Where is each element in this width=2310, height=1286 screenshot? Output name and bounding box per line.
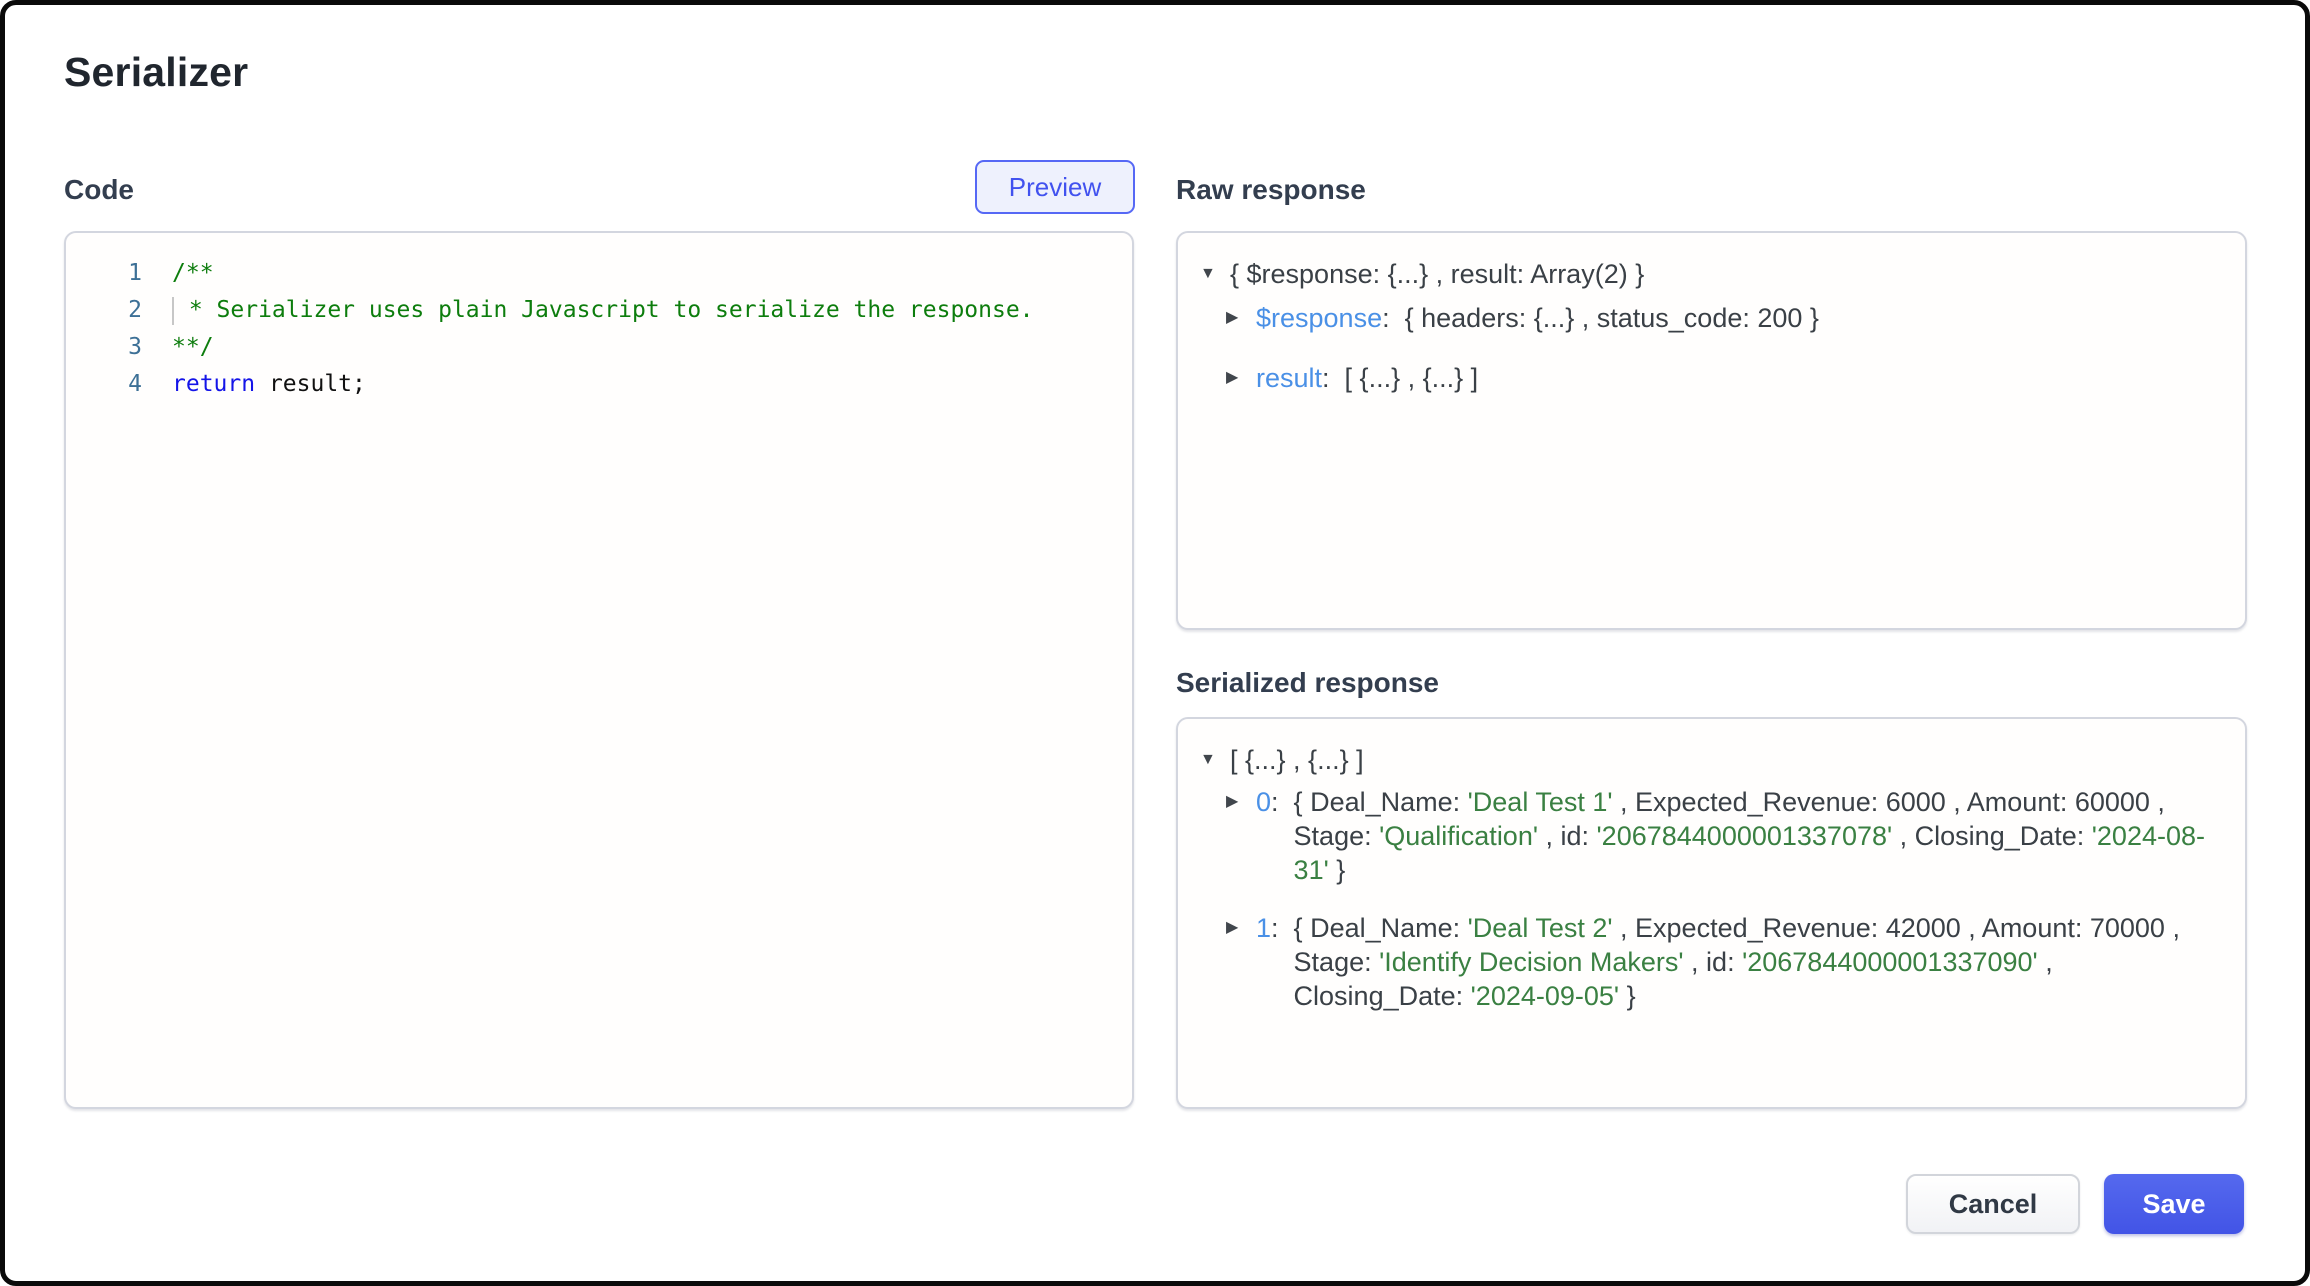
tree-value: [ {...} , {...} ] <box>1230 743 2217 777</box>
chevron-down-icon[interactable]: ▼ <box>1200 265 1216 282</box>
tree-value: { headers: {...} , status_code: 200 } <box>1405 301 2217 335</box>
line-number: 3 <box>128 334 142 360</box>
raw-response-panel[interactable]: ▼ { $response: {...} , result: Array(2) }… <box>1176 231 2247 630</box>
serialized-response-panel[interactable]: ▼ [ {...} , {...} ] ▶ 0: { Deal_Name: 'Deal … <box>1176 717 2247 1109</box>
chevron-right-icon[interactable]: ▶ <box>1226 793 1239 810</box>
code-section-label: Code <box>64 174 134 205</box>
tree-text: { Deal_Name: <box>1293 787 1468 817</box>
chevron-right-icon[interactable]: ▶ <box>1226 309 1239 326</box>
tree-text: , id: <box>1683 947 1743 977</box>
tree-key[interactable]: 0 <box>1256 787 1272 817</box>
string-value: '2024-08-31' <box>1293 821 2205 885</box>
tree-row[interactable]: ▶ 0: { Deal_Name: 'Deal Test 1' , Expected… <box>1200 785 2217 887</box>
tree-colon: : <box>1271 787 1279 817</box>
text-cursor <box>172 296 174 325</box>
line-number: 2 <box>128 297 142 323</box>
chevron-right-icon[interactable]: ▶ <box>1226 919 1239 936</box>
tree-text: , Closing_Date: <box>1892 821 2092 851</box>
tree-text: [ {...} , {...} ] <box>1344 363 1479 393</box>
tree-text: , Expected_Revenue: 42000 , Amount: 7000… <box>1293 913 2180 977</box>
tree-text: , id: <box>1538 821 1597 851</box>
chevron-right-icon[interactable]: ▶ <box>1226 369 1239 386</box>
tree-row[interactable]: ▼ [ {...} , {...} ] <box>1200 743 2217 777</box>
tree-text: { $response: {...} , result: Array(2) } <box>1230 259 1645 289</box>
code-text: * Serializer uses plain Javascript to se… <box>172 292 1034 329</box>
tree-value: { Deal_Name: 'Deal Test 1' , Expected_Re… <box>1294 785 2217 887</box>
tree-colon: : <box>1271 913 1279 943</box>
string-value: 'Identify Decision Makers' <box>1379 947 1684 977</box>
raw-response-tree: ▼ { $response: {...} , result: Array(2) }… <box>1200 257 2217 395</box>
tree-colon: : <box>1382 303 1390 333</box>
code-editor[interactable]: 1 /** 2 * Serializer uses plain Javascript… <box>64 231 1134 1109</box>
tree-text: [ {...} , {...} ] <box>1230 745 1364 775</box>
tree-value: { $response: {...} , result: Array(2) } <box>1230 257 2217 291</box>
tree-text: { Deal_Name: <box>1293 913 1468 943</box>
code-segment: **/ <box>172 334 214 360</box>
tree-row[interactable]: ▶ result: [ {...} , {...} ] <box>1200 361 2217 395</box>
page-title: Serializer <box>64 49 249 95</box>
tree-text: } <box>1328 855 1346 885</box>
string-value: 'Qualification' <box>1379 821 1538 851</box>
line-number: 4 <box>128 371 142 397</box>
code-segment: return <box>172 371 256 397</box>
tree-value: [ {...} , {...} ] <box>1345 361 2217 395</box>
code-segment: * Serializer uses plain Javascript to se… <box>175 297 1034 323</box>
tree-key[interactable]: $response <box>1256 303 1383 333</box>
string-value: '2067844000001337078' <box>1596 821 1893 851</box>
tree-key[interactable]: 1 <box>1256 913 1272 943</box>
code-line: 4 return result; <box>90 366 1108 403</box>
tree-key[interactable]: result <box>1256 363 1323 393</box>
tree-text: { headers: {...} , status_code: 200 } <box>1404 303 1819 333</box>
code-editor-lines: 1 /** 2 * Serializer uses plain Javascript… <box>90 255 1108 403</box>
code-text: **/ <box>172 329 214 366</box>
tree-text: , Closing_Date: <box>1293 947 2053 1011</box>
tree-text: } <box>1619 981 1636 1011</box>
code-segment: result; <box>255 371 366 397</box>
string-value: '2067844000001337090' <box>1742 947 2038 977</box>
code-line: 2 * Serializer uses plain Javascript to … <box>90 292 1108 329</box>
preview-button[interactable]: Preview <box>975 160 1135 214</box>
code-text: return result; <box>172 366 366 403</box>
line-number: 1 <box>128 260 142 286</box>
cancel-button[interactable]: Cancel <box>1906 1174 2080 1234</box>
footer-actions: Cancel Save <box>1906 1174 2244 1234</box>
tree-text: , Expected_Revenue: 6000 , Amount: 60000… <box>1293 787 2165 851</box>
tree-row[interactable]: ▶ $response: { headers: {...} , status_cod… <box>1200 301 2217 335</box>
code-line: 1 /** <box>90 255 1108 292</box>
code-line: 3 **/ <box>90 329 1108 366</box>
tree-value: { Deal_Name: 'Deal Test 2' , Expected_Re… <box>1294 911 2217 1013</box>
chevron-down-icon[interactable]: ▼ <box>1200 751 1216 768</box>
tree-row[interactable]: ▶ 1: { Deal_Name: 'Deal Test 2' , Expected… <box>1200 911 2217 1013</box>
string-value: 'Deal Test 2' <box>1467 913 1613 943</box>
code-segment: /** <box>172 260 214 286</box>
code-text: /** <box>172 255 214 292</box>
raw-response-label: Raw response <box>1176 174 1366 205</box>
save-button[interactable]: Save <box>2104 1174 2244 1234</box>
serialized-response-label: Serialized response <box>1176 667 1440 698</box>
string-value: '2024-09-05' <box>1470 981 1620 1011</box>
tree-colon: : <box>1322 363 1330 393</box>
tree-row[interactable]: ▼ { $response: {...} , result: Array(2) } <box>1200 257 2217 291</box>
string-value: 'Deal Test 1' <box>1467 787 1613 817</box>
serialized-response-tree: ▼ [ {...} , {...} ] ▶ 0: { Deal_Name: 'Deal … <box>1200 743 2217 1013</box>
